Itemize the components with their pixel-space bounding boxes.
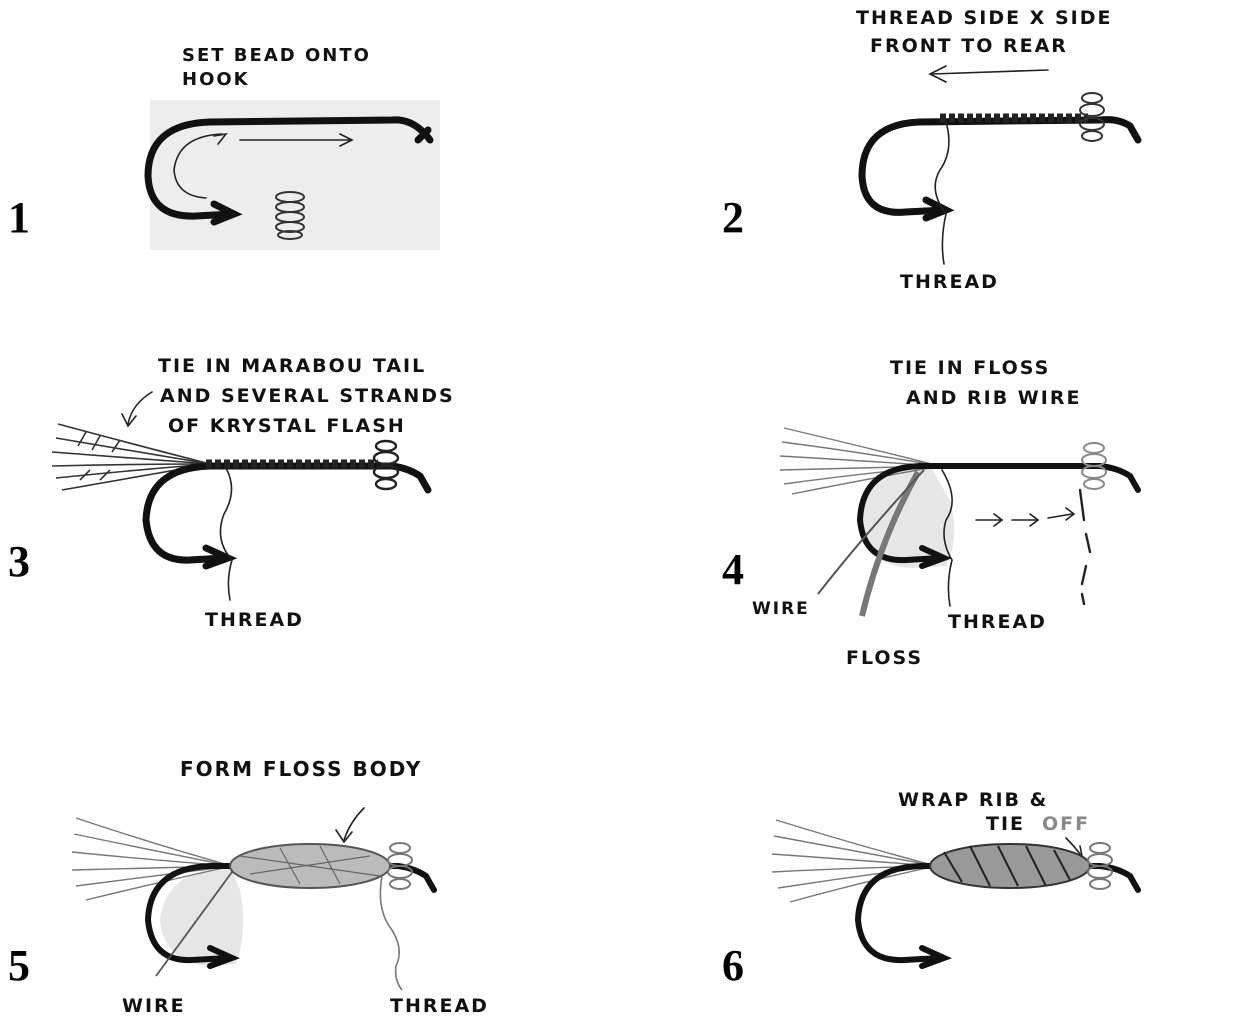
- marabou-tail: [772, 820, 936, 902]
- floss-body: [930, 844, 1090, 888]
